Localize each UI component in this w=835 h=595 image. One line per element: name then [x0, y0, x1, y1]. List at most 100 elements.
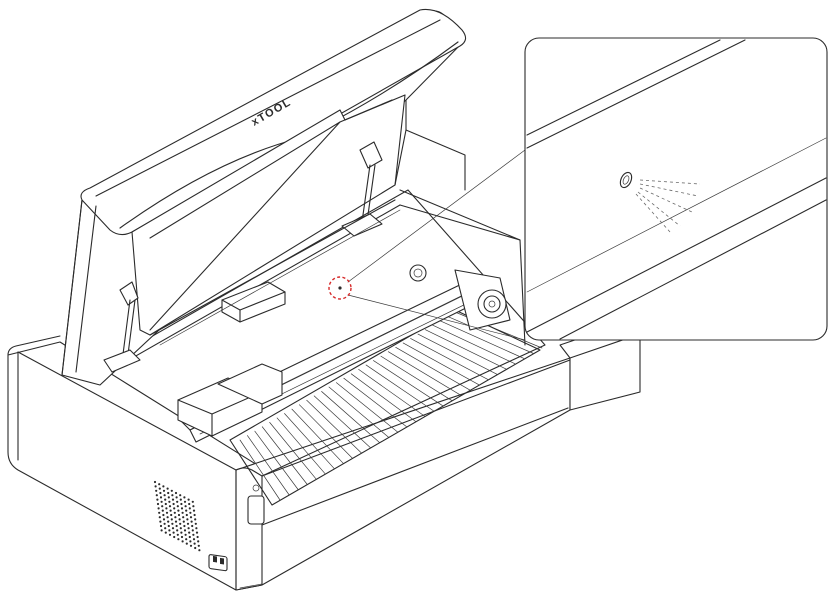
vent-hole [189, 544, 193, 547]
slat-line [365, 364, 434, 412]
vent-hole [174, 516, 177, 519]
slat-line [284, 413, 335, 469]
vent-hole [174, 520, 178, 523]
vent-hole [181, 511, 184, 514]
vent-hole [162, 485, 165, 488]
vent-hole [154, 485, 157, 488]
vent-hole [182, 516, 185, 519]
inner-module [221, 281, 286, 323]
vent-hole [153, 480, 157, 484]
vent-hole [179, 494, 182, 497]
vent-hole [155, 494, 158, 497]
slat-line [343, 377, 407, 427]
right-lid-strut [341, 141, 383, 237]
vent-hole [179, 522, 182, 525]
callout-connector-top [347, 149, 526, 283]
vent-hole [183, 500, 187, 503]
slat-line [395, 346, 471, 391]
back-wall [149, 129, 521, 346]
vent-hole [187, 527, 190, 530]
vent-hole [183, 524, 186, 528]
vent-hole [172, 531, 175, 534]
vent-hole [197, 544, 200, 547]
vent-hole [178, 518, 181, 521]
vent-hole [158, 483, 161, 486]
vent-hole [171, 494, 174, 497]
vent-hole [191, 529, 194, 532]
vent-hole [192, 533, 195, 536]
slat-line [373, 360, 443, 407]
vent-hole [165, 507, 168, 510]
vent-hole [176, 529, 179, 532]
honeycomb-slats [239, 311, 543, 501]
vent-hole [176, 500, 179, 503]
machine-body [7, 317, 641, 591]
zoom-callout [347, 37, 828, 341]
vent-hole [158, 487, 161, 490]
vent-hole [189, 511, 192, 514]
vent-hole [189, 516, 193, 519]
vent-hole [168, 529, 171, 532]
slat-line [254, 430, 299, 490]
vent-hole [167, 524, 170, 528]
vent-hole [186, 522, 190, 525]
callout-connector-bottom [347, 294, 526, 341]
vent-hole [185, 542, 188, 545]
vent-hole [174, 491, 178, 495]
vent-hole [176, 505, 179, 508]
vent-hole [165, 511, 169, 514]
vent-hole [161, 505, 164, 508]
vent-hole [185, 538, 188, 541]
vent-hole [159, 491, 162, 495]
vent-hole [192, 538, 196, 541]
vent-hole [189, 540, 192, 543]
slat-line [261, 426, 308, 485]
vent-hole [162, 513, 165, 517]
vent-hole [159, 496, 163, 499]
vent-hole [172, 502, 175, 506]
vent-hole [164, 498, 167, 501]
vent-hole [180, 507, 184, 510]
vent-hole [185, 513, 188, 517]
vent-hole [173, 507, 176, 510]
vent-hole [180, 531, 183, 534]
vent-hole [175, 496, 178, 499]
vent-hole [184, 533, 187, 536]
left-lid-strut [103, 281, 141, 373]
slat-line [350, 373, 416, 422]
vent-hole [160, 500, 163, 503]
slat-line [239, 439, 281, 501]
vent-hole [192, 509, 196, 512]
vent-hole [188, 502, 191, 506]
vent-hole [170, 518, 173, 521]
vent-hole [156, 498, 159, 501]
slat-line [313, 395, 371, 448]
vent-hole [183, 496, 186, 499]
vent-hole [177, 538, 180, 541]
laser-head [177, 363, 283, 437]
vent-hole [167, 496, 170, 499]
slat-line [424, 329, 507, 370]
slat-line [247, 435, 290, 496]
vent-hole [194, 546, 197, 550]
vent-hole [159, 524, 163, 528]
vent-hole [193, 513, 196, 517]
vent-hole [180, 535, 184, 539]
vent-hole [171, 522, 174, 525]
slat-line [417, 333, 498, 375]
vent-hole [194, 518, 197, 521]
vent-hole [191, 524, 194, 528]
vent-hole [170, 489, 173, 492]
vent-hole [196, 535, 199, 539]
airflow-spray-lines [635, 179, 701, 233]
vent-hole [179, 527, 182, 530]
vent-hole [175, 524, 178, 528]
slat-line [432, 324, 516, 365]
vent-hole [162, 489, 166, 492]
vent-hole [177, 513, 181, 517]
slat-line [410, 338, 489, 380]
slat-line [291, 408, 344, 464]
vent-hole [195, 531, 199, 534]
slat-line [380, 355, 453, 401]
